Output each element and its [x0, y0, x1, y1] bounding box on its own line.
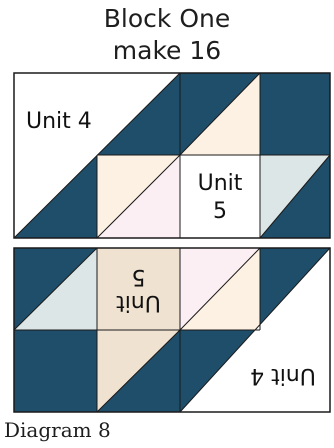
- diagonal-line: [96, 154, 181, 239]
- bottom-block: Unit 5 Unit 4: [13, 247, 331, 413]
- unit5-top-label-line1: Unit: [198, 171, 243, 196]
- diagonal-line: [96, 329, 181, 413]
- diagonal-line: [259, 154, 331, 239]
- block-subtitle: make 16: [112, 36, 222, 65]
- unit5-top-square: [180, 155, 260, 238]
- unit5-bottom-label-line2: 5: [132, 264, 146, 289]
- diagonal-line: [13, 247, 98, 331]
- unit4-top-label: Unit 4: [26, 109, 92, 134]
- unit4-bottom-label-group: Unit 4: [250, 363, 316, 388]
- diagonal-line: [179, 247, 331, 413]
- block-title: Block One: [103, 4, 231, 33]
- diagram-caption: Diagram 8: [4, 418, 111, 442]
- diagonal-line: [179, 247, 261, 331]
- unit4-bottom-label: Unit 4: [250, 363, 316, 388]
- unit5-bottom-square: [97, 248, 180, 330]
- navy-square: [260, 73, 330, 155]
- diagonal-line: [13, 72, 181, 239]
- navy-square: [14, 330, 97, 412]
- unit5-bottom-label: Unit 5: [116, 264, 161, 315]
- top-block: Unit 4 Unit 5: [13, 72, 331, 239]
- unit5-bottom-label-line1: Unit: [116, 290, 161, 315]
- unit5-top-label-line2: 5: [213, 199, 227, 224]
- diagonal-line: [179, 72, 261, 156]
